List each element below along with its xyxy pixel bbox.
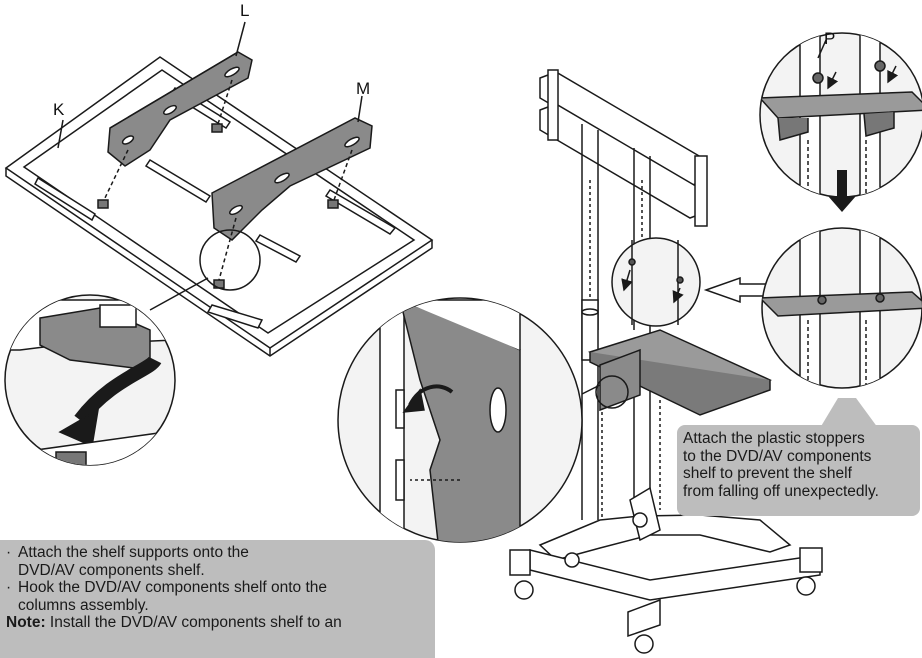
zoom-detail-stoppers-top bbox=[759, 32, 922, 212]
callout-stoppers: Attach the plastic stoppers to the DVD/A… bbox=[677, 425, 920, 516]
callout-stoppers-line-3: shelf to prevent the shelf bbox=[683, 465, 852, 482]
shelf-assembly-top bbox=[4, 21, 434, 357]
zoom-detail-hook bbox=[337, 297, 629, 543]
callout-instructions: · Attach the shelf supports onto the DVD/… bbox=[0, 540, 435, 658]
shelf-support-l bbox=[107, 51, 253, 167]
callout-stoppers-line-4: from falling off unexpectedly. bbox=[683, 482, 879, 500]
instruction-step-1-line-2: DVD/AV components shelf. bbox=[18, 561, 205, 579]
note-label: Note: bbox=[6, 614, 46, 631]
label-p: P bbox=[824, 29, 836, 48]
instruction-step-2-line-1: Hook the DVD/AV components shelf onto th… bbox=[18, 579, 328, 596]
label-m: M bbox=[356, 79, 371, 98]
label-k: K bbox=[53, 100, 65, 119]
instruction-step-2-line-2: columns assembly. bbox=[18, 596, 149, 614]
bullet-icon: · bbox=[6, 544, 12, 561]
instruction-step-1: · Attach the shelf supports onto the bbox=[6, 544, 429, 562]
zoom-detail-support-clip bbox=[4, 294, 176, 466]
instruction-step-1-line-1: Attach the shelf supports onto the bbox=[18, 544, 249, 561]
instruction-step-2: · Hook the DVD/AV components shelf onto t… bbox=[6, 579, 429, 597]
note-text: Install the DVD/AV components shelf to a… bbox=[49, 614, 342, 631]
callout-stoppers-line-1: Attach the plastic stoppers bbox=[683, 430, 865, 447]
tv-stand bbox=[509, 69, 823, 654]
callout-stoppers-line-2: to the DVD/AV components bbox=[683, 447, 872, 465]
bullet-icon: · bbox=[6, 579, 12, 596]
instruction-note: Note: Install the DVD/AV components shel… bbox=[6, 614, 429, 632]
down-arrow bbox=[828, 170, 856, 212]
zoom-detail-stoppers-installed bbox=[761, 227, 922, 428]
label-l: L bbox=[240, 1, 250, 20]
